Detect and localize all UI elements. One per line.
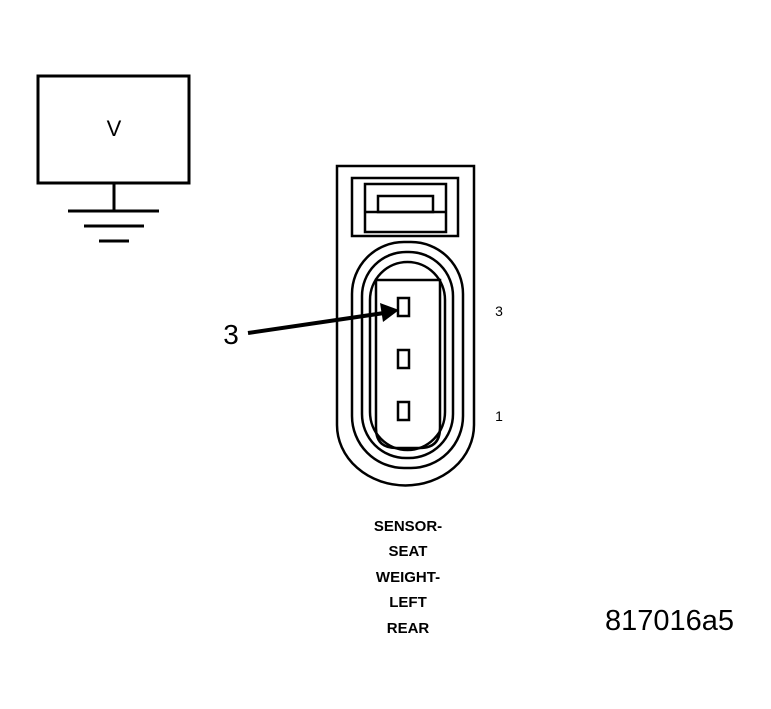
connector-latch-tab bbox=[376, 194, 435, 214]
caption-line-1: SENSOR- bbox=[374, 518, 442, 535]
caption-line-5: REAR bbox=[387, 620, 430, 637]
pin-terminal-1 bbox=[396, 400, 411, 422]
ground-icon bbox=[68, 209, 159, 243]
figure-id: 817016a5 bbox=[605, 605, 734, 637]
voltmeter-symbol: V bbox=[107, 116, 122, 141]
connector-cavity-middle bbox=[360, 250, 455, 460]
connector-pin-insert bbox=[374, 278, 442, 450]
pin-label-top: 3 bbox=[495, 303, 503, 319]
connector-latch-inner bbox=[363, 182, 448, 234]
connector-housing bbox=[335, 164, 476, 487]
connector-caption: SENSOR- SEAT WEIGHT- LEFT REAR bbox=[374, 518, 442, 637]
voltmeter: V bbox=[36, 74, 191, 243]
caption-line-4: LEFT bbox=[389, 594, 427, 611]
caption-line-3: WEIGHT- bbox=[376, 569, 440, 586]
callout-number: 3 bbox=[223, 319, 239, 350]
arrowhead-icon bbox=[380, 303, 399, 322]
connector-cavity-outer bbox=[350, 240, 465, 470]
pin-terminal-3 bbox=[396, 296, 411, 318]
connector bbox=[335, 164, 476, 487]
caption-line-2: SEAT bbox=[389, 543, 428, 560]
connector-cavity-inner bbox=[368, 260, 447, 452]
pin-label-bottom: 1 bbox=[495, 408, 503, 424]
pin-terminal-2 bbox=[396, 348, 411, 370]
connector-latch-outer bbox=[350, 176, 460, 238]
callout-arrow bbox=[247, 303, 399, 335]
